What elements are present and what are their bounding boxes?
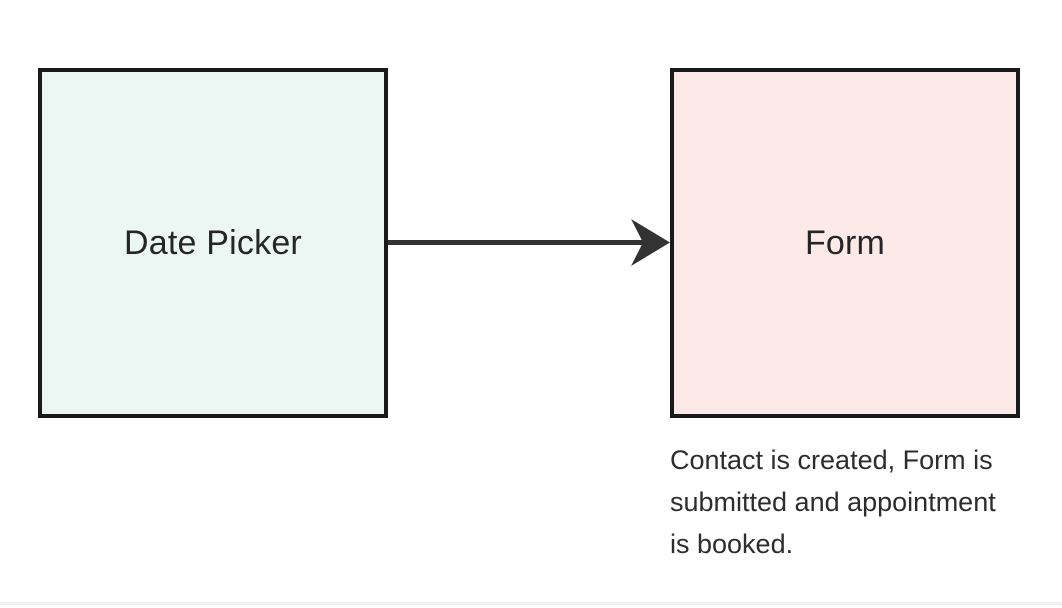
arrowhead-icon [631,219,670,266]
node-form-label: Form [804,223,886,262]
cutoff-element-edge [0,602,1062,605]
node-date-picker[interactable]: Date Picker [38,68,388,418]
node-date-picker-label: Date Picker [124,223,302,262]
form-caption: Contact is created, Form is submitted an… [670,445,996,559]
node-form[interactable]: Form [670,68,1020,418]
